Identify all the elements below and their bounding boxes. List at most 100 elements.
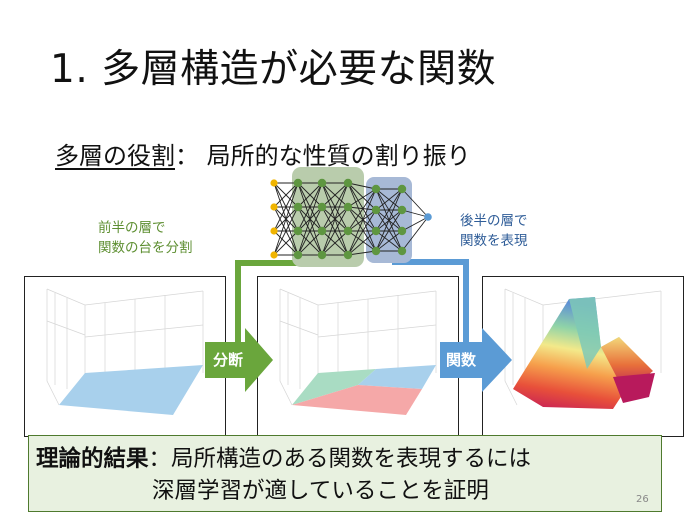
hidden-node: [317, 226, 327, 236]
function-arrow: [440, 328, 512, 392]
network-edge: [347, 209, 377, 232]
network-edge: [297, 206, 323, 256]
network-edge: [347, 188, 377, 256]
input-node: [270, 203, 278, 211]
plot-panel-function: [482, 276, 684, 437]
network-edge: [273, 230, 299, 256]
result-box: [28, 435, 662, 512]
subtitle-rest: ： 局所的な性質の割り振り: [175, 142, 471, 170]
hidden-node: [371, 246, 381, 256]
network-edge: [347, 182, 377, 252]
network-edge: [347, 209, 377, 256]
input-node: [270, 179, 278, 187]
network-edge: [297, 230, 323, 256]
network-edge: [321, 182, 349, 208]
network-edge: [375, 188, 403, 252]
region-green: [292, 369, 376, 405]
network-edge: [297, 182, 323, 256]
network-edge: [347, 206, 377, 232]
hidden-node: [293, 250, 303, 260]
hidden-node: [343, 226, 353, 236]
network-edge: [375, 188, 403, 232]
input-node: [270, 227, 278, 235]
result-line-1: 理論的結果：局所構造のある関数を表現するには: [36, 441, 531, 473]
slide-title: 1. 多層構造が必要な関数: [50, 47, 497, 92]
network-edge: [347, 182, 377, 190]
hidden-node: [343, 178, 353, 188]
surface-main: [513, 297, 643, 409]
network-edge: [401, 216, 429, 232]
hidden-node: [371, 184, 381, 194]
hidden-node: [317, 250, 327, 260]
network-edge: [347, 188, 377, 208]
left-caption: 前半の層で 関数の台を分割: [98, 218, 193, 258]
hidden-node: [397, 205, 407, 215]
divide-arrow-label: 分断: [213, 351, 244, 369]
network-edge: [297, 182, 323, 232]
network-edge: [273, 182, 299, 208]
network-edge: [375, 230, 403, 252]
network-edge: [375, 209, 403, 252]
flat-surface: [59, 365, 203, 415]
hidden-node: [293, 178, 303, 188]
hidden-node: [293, 226, 303, 236]
subtitle: 多層の役割： 局所的な性質の割り振り: [55, 136, 471, 171]
network-edge: [347, 206, 377, 211]
plot-3d-divided: [279, 288, 437, 415]
network-edge: [321, 206, 349, 256]
network-edge: [401, 188, 429, 218]
hidden-node: [343, 250, 353, 260]
surface-edge: [613, 373, 655, 403]
network-edge: [273, 182, 299, 256]
network-edge: [347, 230, 377, 256]
network-edge: [347, 188, 377, 232]
network-edge: [321, 182, 349, 256]
network-nodes: [270, 178, 432, 260]
page-number: 26: [636, 494, 649, 505]
divide-arrow: [205, 328, 273, 392]
plot-panel-original: [24, 276, 226, 437]
network-edge: [401, 216, 429, 252]
network-edge: [347, 182, 377, 211]
plot-3d-surface: [504, 288, 662, 409]
network-front-group: [292, 167, 364, 267]
network-edge: [347, 206, 377, 252]
left-caption-line-2: 関数の台を分割: [98, 240, 193, 256]
right-caption: 後半の層で 関数を表現: [460, 211, 528, 251]
network-edge: [273, 182, 299, 232]
result-line-2: 深層学習が適していることを証明: [152, 478, 489, 504]
network-edge: [321, 182, 349, 232]
surface-ridge: [569, 297, 601, 369]
hidden-node: [293, 202, 303, 212]
network-edge: [347, 250, 377, 256]
right-caption-line-1: 後半の層で: [460, 213, 528, 229]
right-caption-line-2: 関数を表現: [460, 233, 528, 249]
plot-panel-divided: [257, 276, 459, 437]
function-arrow-label: 関数: [446, 351, 477, 369]
hidden-node: [371, 226, 381, 236]
left-caption-line-1: 前半の層で: [98, 220, 166, 236]
network-edges: [273, 182, 429, 256]
subtitle-underlined: 多層の役割: [55, 142, 175, 170]
hidden-node: [397, 184, 407, 194]
network-edge: [375, 188, 403, 211]
network-edge: [401, 209, 429, 218]
region-blue: [358, 365, 436, 389]
hidden-node: [397, 226, 407, 236]
hidden-node: [317, 202, 327, 212]
neural-network-diagram: [270, 167, 432, 267]
network-edge: [273, 206, 299, 256]
network-edge: [321, 230, 349, 256]
result-line-1-rest: ：局所構造のある関数を表現するには: [148, 446, 532, 472]
hidden-node: [343, 202, 353, 212]
region-red: [292, 385, 422, 415]
network-edge: [297, 182, 323, 208]
blue-connector: [392, 259, 469, 348]
result-bold-label: 理論的結果: [36, 446, 149, 472]
input-node: [270, 251, 278, 259]
hidden-node: [317, 178, 327, 188]
output-node: [424, 213, 432, 221]
network-edge: [347, 230, 377, 252]
hidden-node: [371, 205, 381, 215]
network-edge: [347, 182, 377, 232]
